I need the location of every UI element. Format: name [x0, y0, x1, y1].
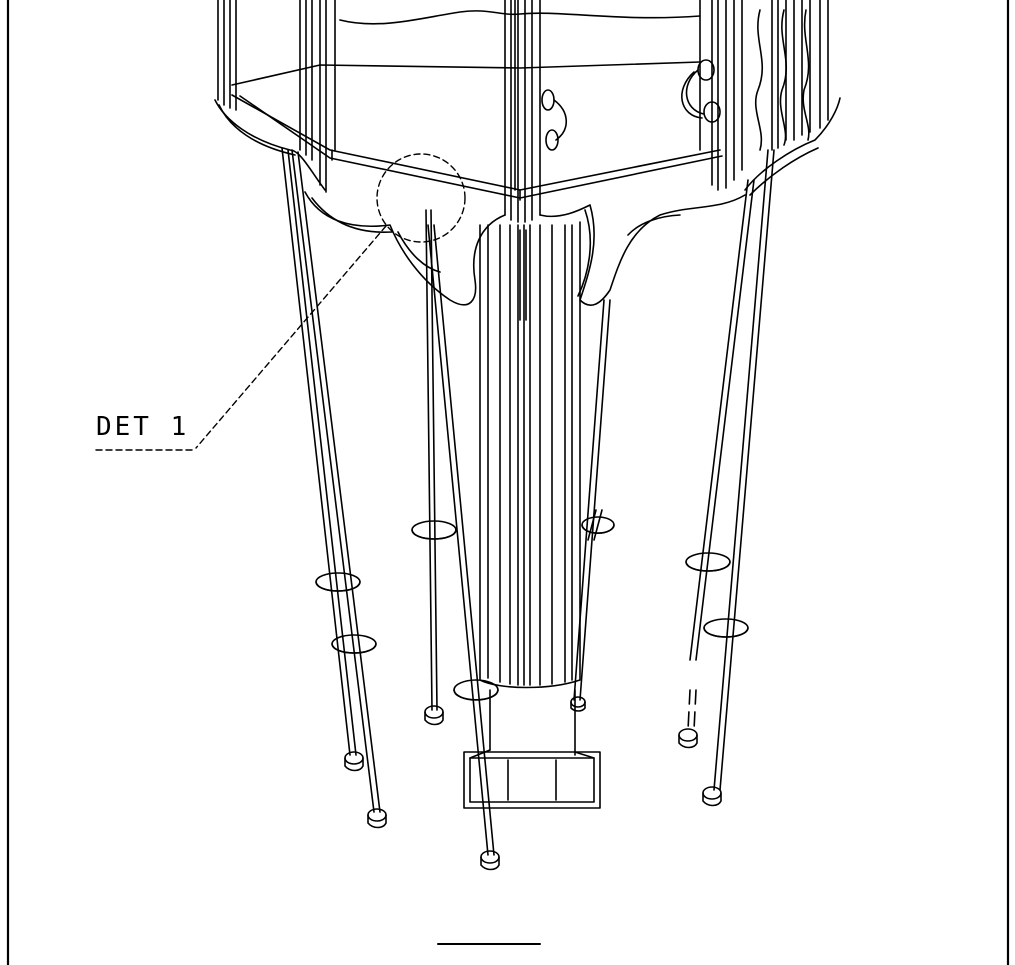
rod-washer — [315, 516, 749, 701]
valance-center-right — [539, 194, 746, 306]
post-left — [217, 0, 327, 193]
detail-circle — [376, 153, 466, 243]
rod-right — [713, 149, 775, 791]
valance-right — [744, 97, 841, 196]
rod-far-left — [281, 147, 357, 756]
valance-left — [214, 99, 326, 191]
rod-far-right — [687, 179, 755, 731]
rod-left — [291, 149, 381, 813]
canopy-top-edge — [339, 10, 701, 25]
handle-right — [681, 59, 721, 123]
handle-center — [541, 89, 568, 151]
central-column — [479, 221, 581, 689]
rod-center — [427, 224, 495, 856]
rod-inner-right — [573, 299, 611, 701]
detail-leader-line — [95, 225, 387, 451]
drawing-border — [6, 0, 1010, 965]
enclosure-frame — [231, 0, 723, 201]
rod-inner-left — [425, 209, 438, 711]
valance-center-left — [304, 191, 506, 306]
base-plinth — [463, 689, 601, 809]
detail-callout-label: DET 1 — [96, 412, 190, 442]
post-center — [504, 0, 541, 223]
post-right — [711, 0, 829, 191]
rod-foot — [344, 696, 722, 871]
curtain-folds — [754, 9, 810, 151]
